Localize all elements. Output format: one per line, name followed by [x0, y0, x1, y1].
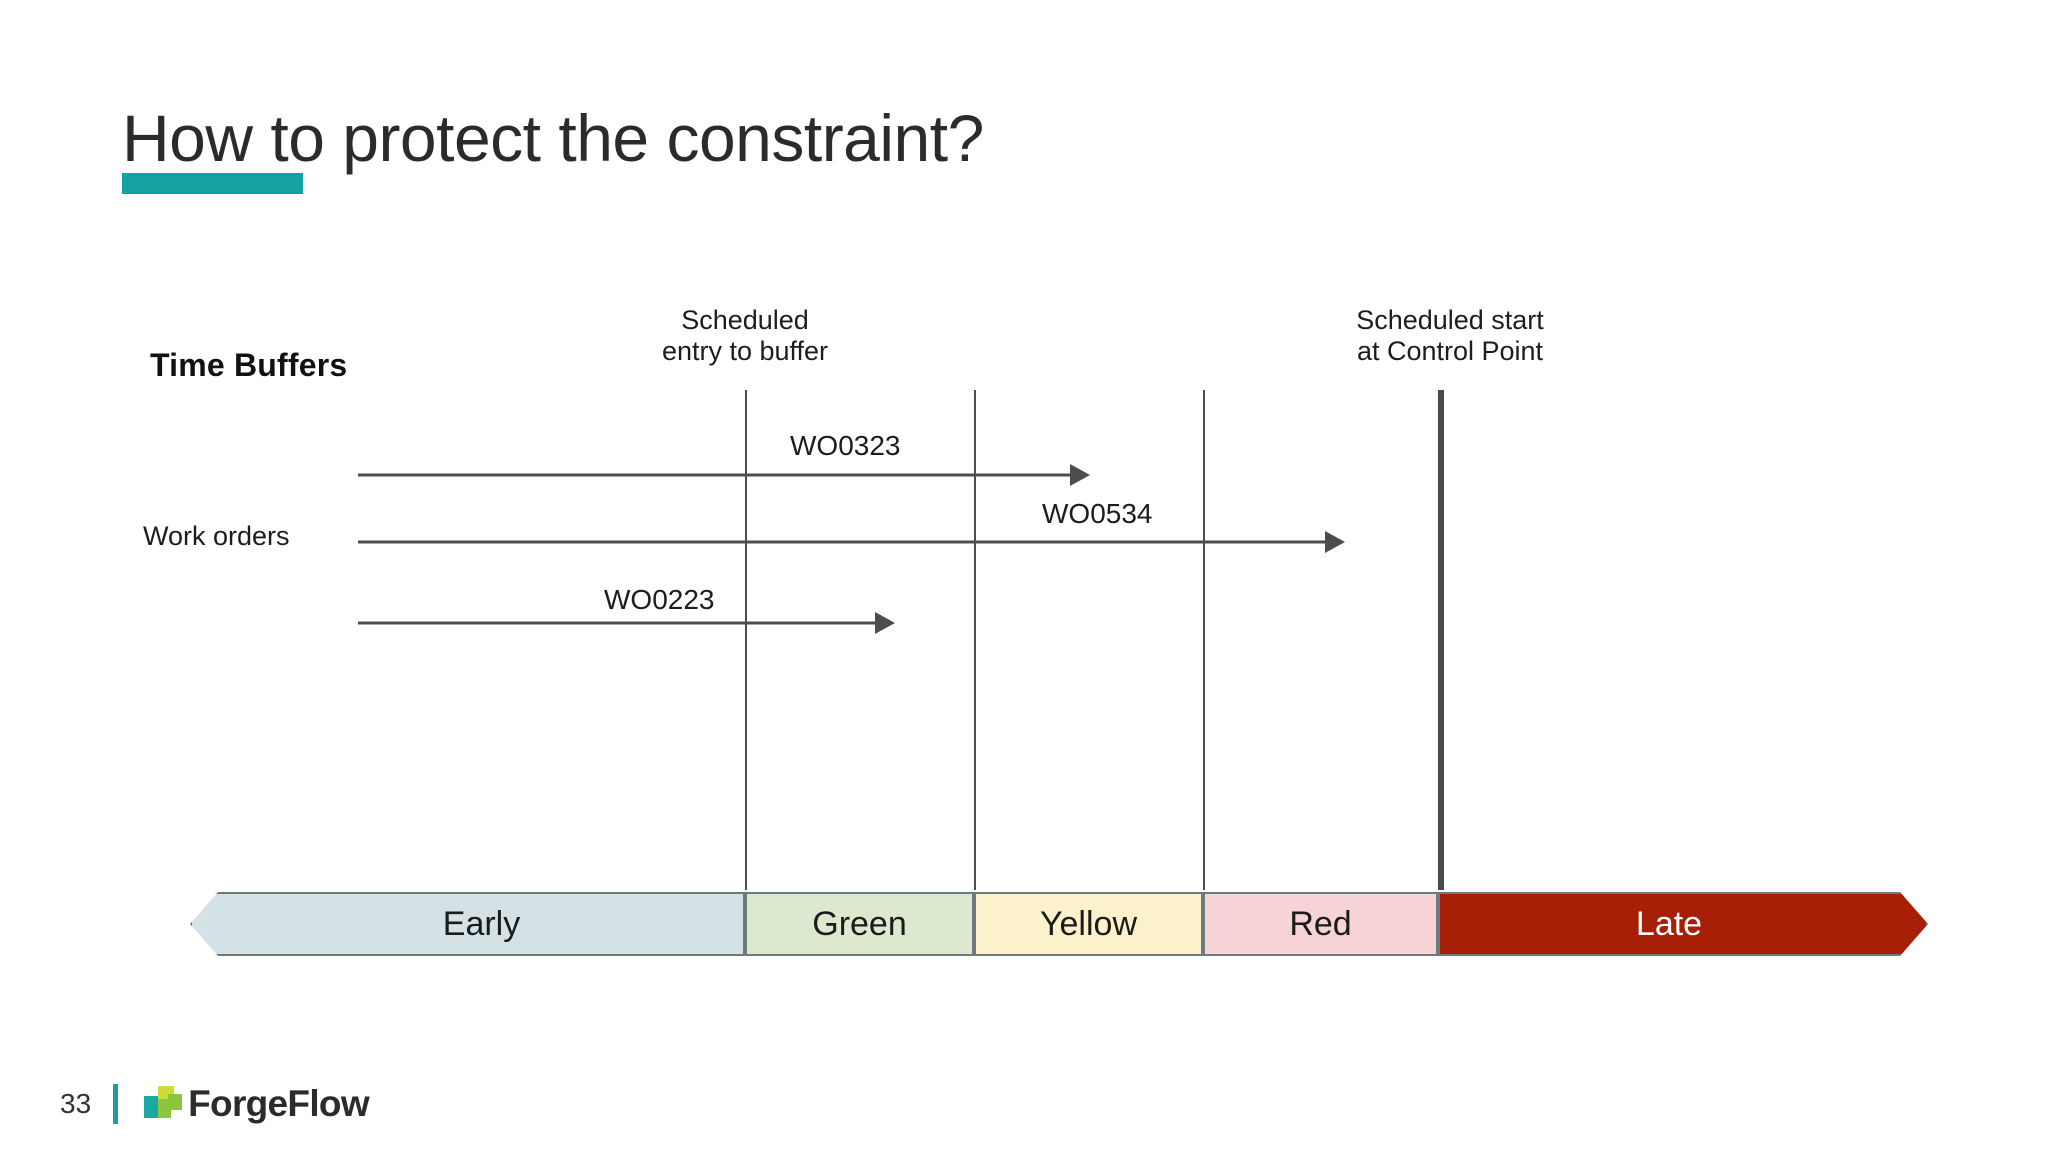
- control-point-gridline: [1438, 390, 1444, 890]
- footer-divider: [113, 1084, 119, 1124]
- buffer-segment-green: Green: [745, 892, 974, 956]
- slide-footer: 33 ForgeFlow: [60, 1078, 370, 1130]
- work-order-label-wo0534: WO0534: [1042, 498, 1153, 529]
- annotation-scheduled-entry: Scheduled entry to buffer: [661, 305, 829, 367]
- work-order-arrow-wo0323: [358, 464, 1090, 486]
- buffer-entry-gridline: [745, 390, 747, 890]
- forgeflow-logo-text: ForgeFlow: [188, 1083, 369, 1124]
- logo-square-2: [158, 1099, 172, 1118]
- work-order-arrow-wo0223: [358, 612, 895, 634]
- work-order-label-wo0223: WO0223: [604, 584, 715, 615]
- buffer-band: Early Green Yellow Red Late: [190, 892, 1928, 956]
- time-buffers-label: Time Buffers: [150, 347, 348, 383]
- buffer-segment-label-early: Early: [442, 904, 521, 943]
- buffer-segment-early: Early: [190, 892, 745, 956]
- buffer-segment-yellow: Yellow: [974, 892, 1203, 956]
- green-yellow-gridline: [974, 390, 976, 890]
- logo-square-0: [144, 1096, 162, 1118]
- buffer-segment-label-yellow: Yellow: [1039, 904, 1138, 943]
- yellow-red-gridline: [1203, 390, 1205, 890]
- forgeflow-logo: ForgeFlow: [144, 1083, 370, 1125]
- annotation-scheduled-start: Scheduled start at Control Point: [1356, 305, 1544, 367]
- title-accent-bar: [122, 173, 303, 194]
- page-title: How to protect the constraint?: [122, 101, 984, 176]
- work-order-label-wo0323: WO0323: [790, 430, 901, 461]
- page-number: 33: [60, 1088, 92, 1119]
- buffer-segment-late: Late: [1438, 892, 1928, 956]
- buffer-segment-red: Red: [1203, 892, 1438, 956]
- work-orders-label: Work orders: [143, 521, 290, 551]
- buffer-segment-label-green: Green: [812, 904, 907, 943]
- work-order-arrow-wo0534: [358, 531, 1345, 553]
- buffer-segment-label-red: Red: [1289, 904, 1352, 943]
- forgeflow-logo-mark-icon: [144, 1086, 184, 1122]
- buffer-segment-label-late: Late: [1635, 904, 1703, 943]
- logo-square-3: [168, 1094, 183, 1110]
